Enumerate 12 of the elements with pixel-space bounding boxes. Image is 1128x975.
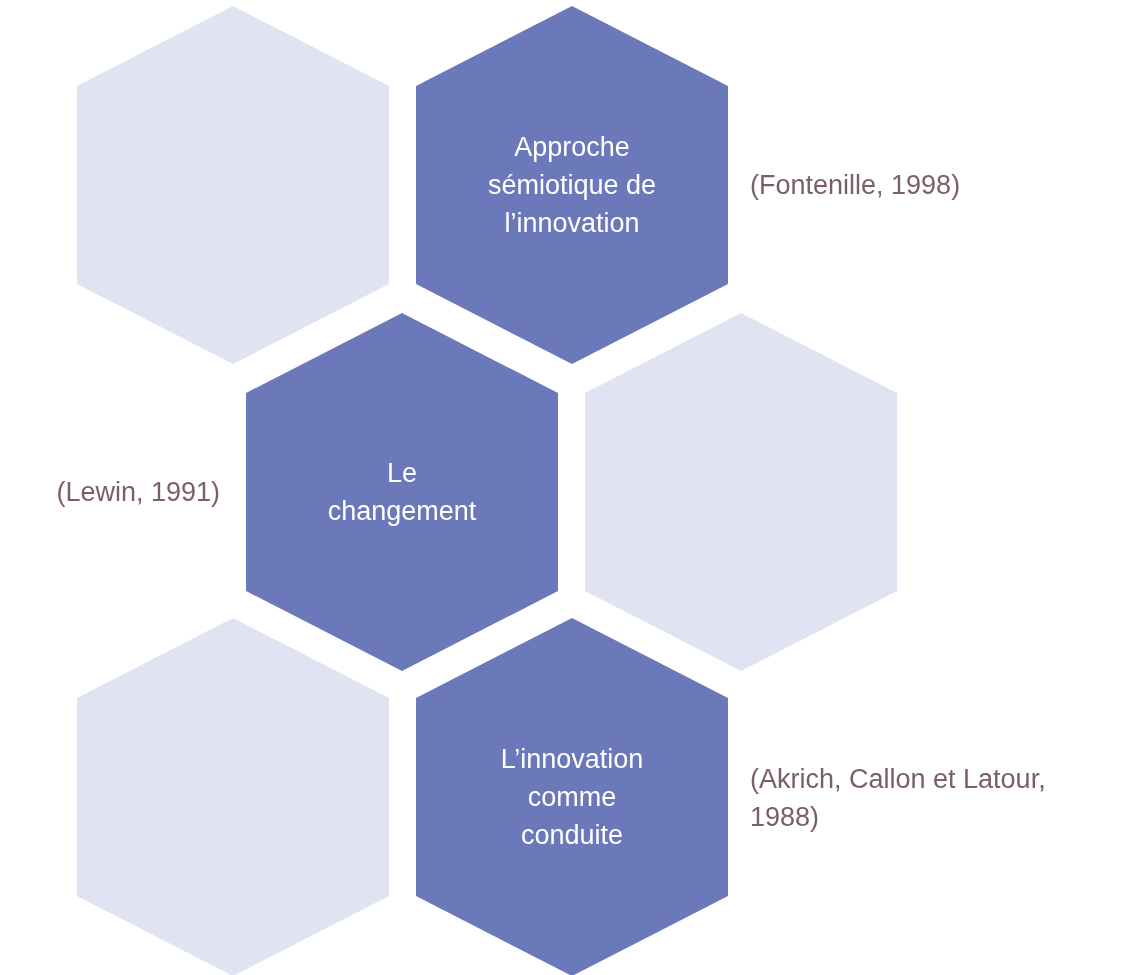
citation-text: (Akrich, Callon et Latour, 1988) <box>750 763 1047 834</box>
hexagon-shape <box>77 6 389 364</box>
hexagon-shape <box>246 313 558 671</box>
hexagon-shape <box>416 6 728 364</box>
hexagon-label: Approche sémiotique de l’innovation <box>487 131 657 240</box>
hexagon-shape <box>585 313 897 671</box>
citation-text: (Lewin, 1991) <box>55 476 220 509</box>
hexagon-label: L’innovation comme conduite <box>499 743 645 852</box>
hexagon-shape <box>416 618 728 975</box>
hexagon-label: Le changement <box>326 457 478 528</box>
hexagon-shape <box>77 618 389 975</box>
citation-text: (Fontenille, 1998) <box>750 169 962 202</box>
